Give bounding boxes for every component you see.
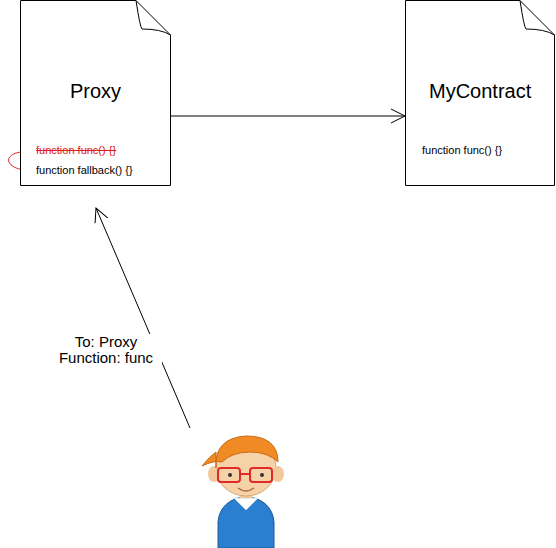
function-name: function fallback() {} bbox=[36, 163, 133, 177]
page-fold bbox=[520, 1, 555, 36]
node-title: MyContract bbox=[429, 80, 531, 103]
document-shape bbox=[406, 1, 555, 186]
call-label: To: Proxy Function: func bbox=[50, 334, 162, 366]
document-shape bbox=[21, 1, 171, 186]
node-title: Proxy bbox=[70, 80, 121, 103]
document-box: Proxy function func() {} function fallback… bbox=[20, 0, 171, 186]
document-box: MyContract function func() {} bbox=[405, 0, 555, 186]
function-name: function func() {} bbox=[422, 143, 502, 157]
connector-arrow bbox=[171, 116, 405, 117]
call-arrow bbox=[96, 208, 190, 428]
page-fold bbox=[136, 1, 171, 36]
removed-function: function func() {} bbox=[36, 143, 116, 157]
user-figure bbox=[202, 436, 284, 548]
